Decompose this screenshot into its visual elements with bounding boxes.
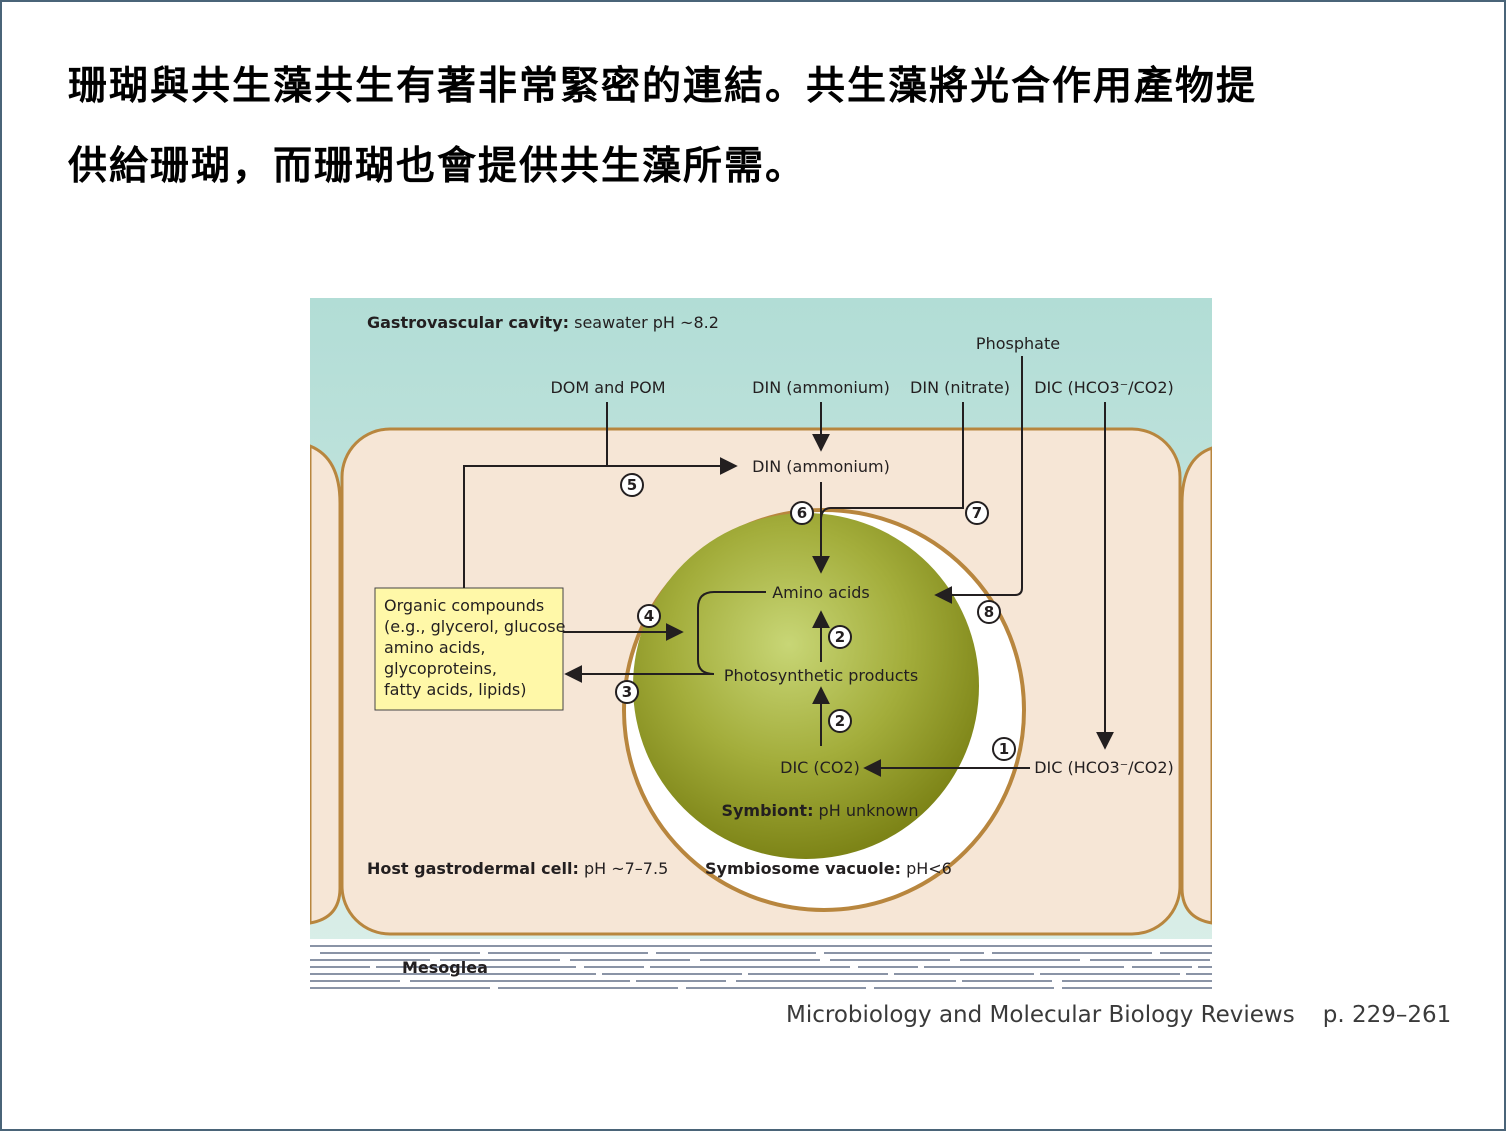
- din-ammonium-cell-label: DIN (ammonium): [752, 457, 890, 476]
- photosynthetic-products-label: Photosynthetic products: [724, 666, 918, 685]
- organic-line-3: amino acids,: [384, 638, 485, 657]
- marker-4-label: 4: [644, 607, 654, 625]
- marker-5: [620, 473, 644, 497]
- cavity-label: Gastrovascular cavity: seawater pH ~8.2: [367, 313, 719, 332]
- slide-headline: 珊瑚與共生藻共生有著非常緊密的連結。共生藻將光合作用產物提 供給珊瑚，而珊瑚也會…: [68, 46, 1448, 206]
- marker-6: [790, 501, 814, 525]
- organic-line-2: (e.g., glycerol, glucose: [384, 617, 565, 636]
- marker-1-label: 1: [999, 740, 1009, 758]
- amino-acids-label: Amino acids: [772, 583, 870, 602]
- flux-arrows: [463, 356, 1114, 777]
- cavity-label-bold: Gastrovascular cavity:: [367, 313, 569, 332]
- marker-2b: [828, 709, 852, 733]
- organic-compounds-box: [374, 587, 564, 711]
- citation-pages: p. 229–261: [1322, 1002, 1452, 1028]
- marker-2b-label: 2: [835, 712, 845, 730]
- host-cell-left-partial: [310, 444, 342, 925]
- marker-7-label: 7: [972, 504, 982, 522]
- vacuole-label-rest: pH<6: [901, 859, 952, 878]
- host-cell-label-bold: Host gastrodermal cell:: [367, 859, 579, 878]
- cavity-label-rest: seawater pH ~8.2: [569, 313, 719, 332]
- dic-right-label: DIC (HCO3⁻/CO2): [1034, 758, 1174, 777]
- marker-8-label: 8: [984, 603, 994, 621]
- dom-pom-label: DOM and POM: [550, 378, 665, 397]
- arrow-phosphate: [934, 356, 1023, 604]
- citation: Microbiology and Molecular Biology Revie…: [786, 1002, 1451, 1028]
- vacuole-label-bold: Symbiosome vacuole:: [705, 859, 901, 878]
- vacuole-label: Symbiosome vacuole: pH<6: [705, 859, 952, 878]
- organic-line-1: Organic compounds: [384, 596, 544, 615]
- marker-2a: [828, 625, 852, 649]
- symbiont-label-bold: Symbiont:: [721, 801, 813, 820]
- marker-5-label: 5: [627, 476, 637, 494]
- din-ammonium-top-label: DIN (ammonium): [752, 378, 890, 397]
- marker-7: [965, 501, 989, 525]
- marker-1: [992, 737, 1016, 761]
- arrow-organic-to-din: [463, 457, 738, 588]
- step-markers: [615, 473, 1016, 761]
- host-cell-label: Host gastrodermal cell: pH ~7–7.5: [367, 859, 668, 878]
- mesoglea-label: Mesoglea: [402, 958, 488, 977]
- dic-co2-label: DIC (CO2): [780, 758, 860, 777]
- marker-4: [637, 604, 661, 628]
- marker-3-label: 3: [622, 683, 632, 701]
- din-nitrate-label: DIN (nitrate): [910, 378, 1010, 397]
- symbiosis-diagram: 1 2 2 3 4 5 6 7 8 Gastrovascular cavity:…: [310, 298, 1212, 995]
- headline-line-1: 珊瑚與共生藻共生有著非常緊密的連結。共生藻將光合作用產物提: [68, 63, 1258, 109]
- dic-top-label: DIC (HCO3⁻/CO2): [1034, 378, 1174, 397]
- organic-line-5: fatty acids, lipids): [384, 680, 526, 699]
- marker-6-label: 6: [797, 504, 807, 522]
- host-cell-label-rest: pH ~7–7.5: [579, 859, 668, 878]
- marker-8: [977, 600, 1001, 624]
- symbiont-cell: [633, 513, 979, 859]
- marker-3: [615, 680, 639, 704]
- headline-line-2: 供給珊瑚，而珊瑚也會提供共生藻所需。: [68, 143, 807, 189]
- symbiont-label: Symbiont: pH unknown: [721, 801, 918, 820]
- line-nitrate: [820, 402, 964, 521]
- symbiont-label-rest: pH unknown: [813, 801, 918, 820]
- organic-line-4: glycoproteins,: [384, 659, 497, 678]
- citation-journal: Microbiology and Molecular Biology Revie…: [786, 1002, 1295, 1028]
- arrow-products-to-organic: [566, 591, 766, 674]
- phosphate-label: Phosphate: [976, 334, 1060, 353]
- marker-2a-label: 2: [835, 628, 845, 646]
- host-cell-right-partial: [1180, 446, 1212, 925]
- mesoglea-lines: [310, 945, 1212, 989]
